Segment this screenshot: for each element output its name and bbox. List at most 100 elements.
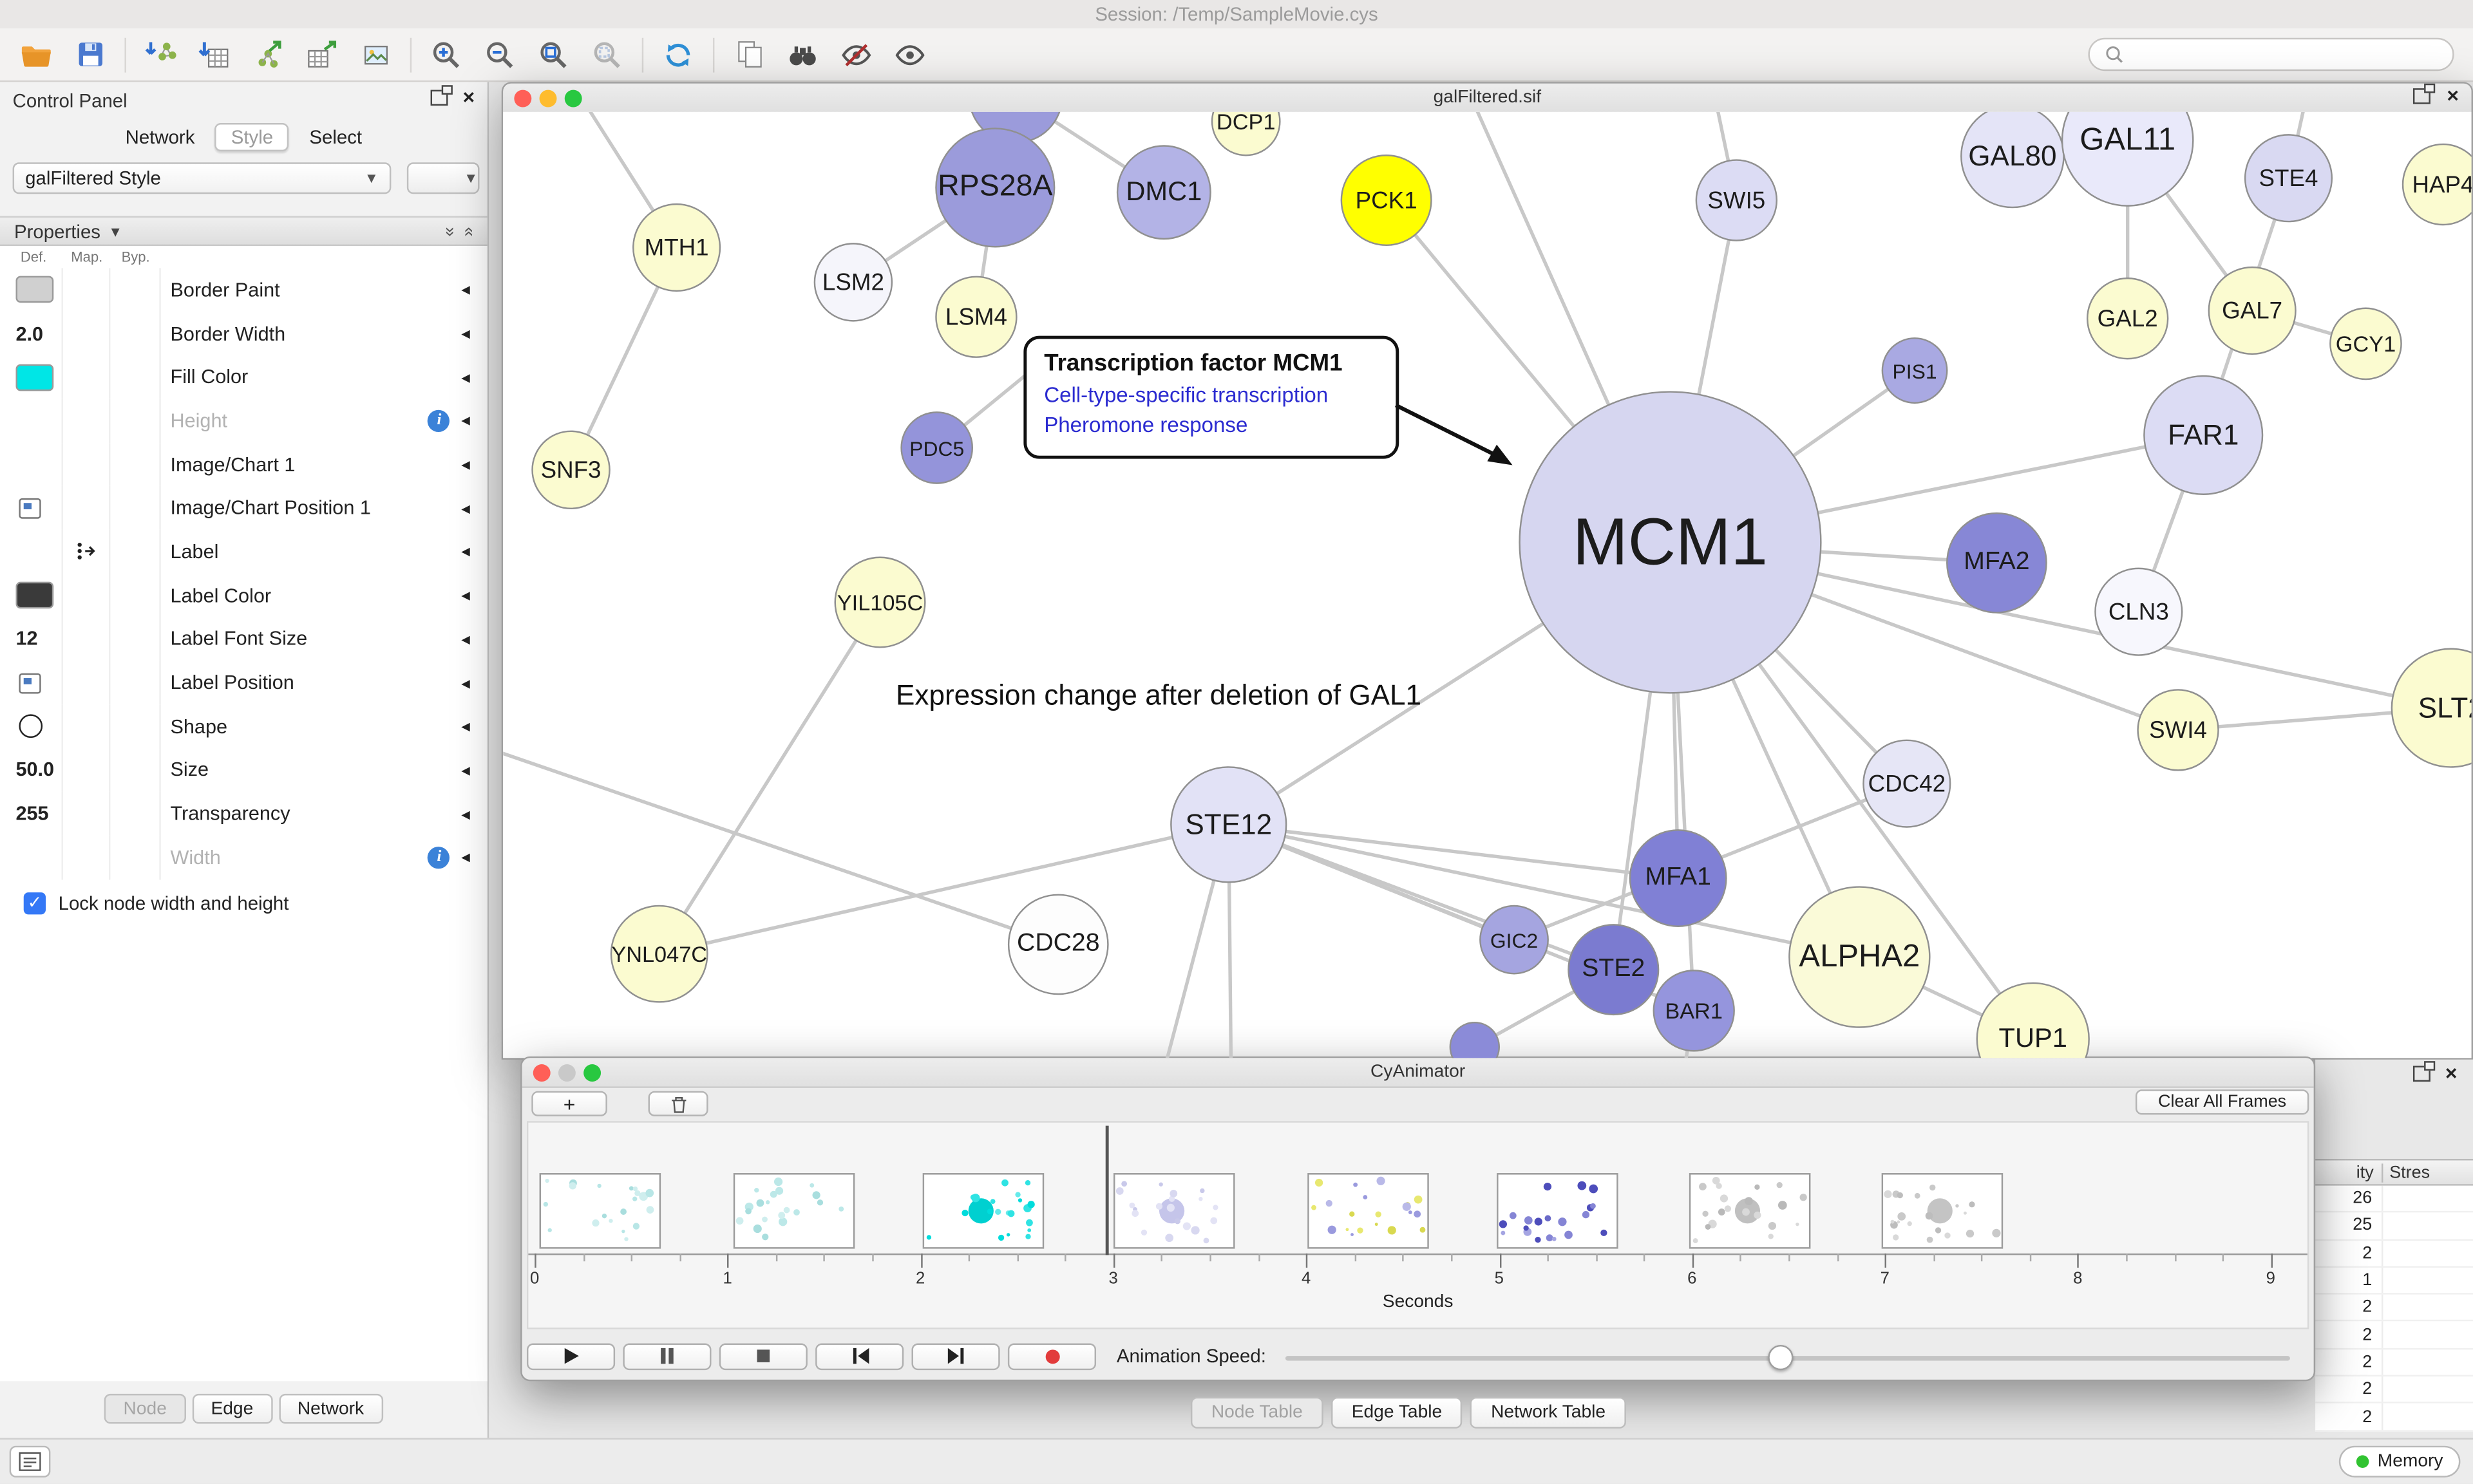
mapping-cell[interactable] [63,661,111,705]
import-network-button[interactable] [134,32,187,77]
save-session-button[interactable] [63,32,117,77]
table-row[interactable]: 2 [2315,1404,2473,1431]
property-row[interactable]: Image/Chart 1◂ [0,442,488,487]
bypass-cell[interactable] [110,792,161,836]
close-traffic-light[interactable] [533,1063,551,1081]
default-value-cell[interactable] [0,573,63,617]
close-table-panel-icon[interactable]: × [2445,1061,2458,1085]
show-all-button[interactable] [883,32,936,77]
zoom-traffic-light[interactable] [583,1063,602,1081]
tab-node-table[interactable]: Node Table [1190,1396,1323,1429]
network-node-ste4[interactable]: STE4 [2244,134,2333,223]
tab-select[interactable]: Select [309,126,363,149]
float-panel-icon[interactable] [431,85,453,106]
default-value-cell[interactable] [0,530,63,574]
table-cell[interactable]: 26 [2315,1185,2383,1212]
export-image-button[interactable] [348,32,402,77]
copy-button[interactable] [723,32,776,77]
network-node-cdc42[interactable]: CDC42 [1862,739,1951,828]
network-node-gcy1[interactable]: GCY1 [2329,307,2402,380]
network-node-hap4[interactable]: HAP4 [2402,143,2472,226]
table-row[interactable]: 26 [2315,1185,2473,1213]
tab-node-style[interactable]: Node [104,1393,186,1424]
mapping-cell[interactable] [63,748,111,793]
record-button[interactable] [1007,1342,1097,1369]
float-table-panel-icon[interactable] [2413,1061,2436,1082]
network-canvas[interactable]: Expression change after deletion of GAL1… [503,111,2472,1058]
network-node-swi5[interactable]: SWI5 [1695,159,1778,241]
color-swatch[interactable] [15,276,54,304]
lock-size-checkbox[interactable]: ✓ [23,892,46,914]
expand-row-arrow-icon[interactable]: ◂ [461,324,470,344]
property-row[interactable]: Border Paint◂ [0,268,488,312]
network-node-bar1[interactable]: BAR1 [1653,970,1735,1052]
import-table-button[interactable] [187,32,241,77]
network-node-mfa1[interactable]: MFA1 [1629,829,1727,928]
zoom-out-button[interactable] [473,32,527,77]
table-row[interactable]: 2 [2315,1349,2473,1377]
previous-frame-button[interactable] [815,1342,904,1369]
frame-thumbnail-2[interactable] [733,1173,855,1249]
table-column-stress[interactable]: Stres [2389,1163,2430,1182]
float-view-icon[interactable] [2413,82,2436,104]
default-value-cell[interactable] [0,661,63,705]
network-node-mfa2[interactable]: MFA2 [1946,512,2047,614]
frame-thumbnail-4[interactable] [1113,1173,1235,1249]
mapping-cell[interactable] [63,486,111,531]
network-node-ynl047c[interactable]: YNL047C [610,905,708,1003]
annotation-link-2[interactable]: Pheromone response [1044,413,1248,437]
export-table-button[interactable] [295,32,348,77]
tab-style[interactable]: Style [215,123,289,152]
zoom-selected-button[interactable] [580,32,634,77]
network-node-dmc1[interactable]: DMC1 [1116,145,1211,240]
frame-thumbnail-7[interactable] [1689,1173,1811,1249]
expand-row-arrow-icon[interactable]: ◂ [461,543,470,562]
mapping-cell[interactable] [63,530,111,574]
expand-row-arrow-icon[interactable]: ◂ [461,281,470,301]
bypass-cell[interactable] [110,530,161,574]
tab-edge-table[interactable]: Edge Table [1331,1396,1463,1429]
table-cell[interactable]: 25 [2315,1212,2383,1239]
table-row[interactable]: 25 [2315,1212,2473,1241]
close-panel-icon[interactable]: × [462,85,475,109]
mapping-cell[interactable] [63,312,111,355]
network-node-rps28a[interactable]: RPS28A [935,127,1056,248]
mapping-cell[interactable] [63,355,111,399]
annotation-link-1[interactable]: Cell-type-specific transcription [1044,383,1329,407]
add-frame-button[interactable]: + [531,1091,607,1116]
network-node-mcm1[interactable]: MCM1 [1519,391,1822,694]
bypass-cell[interactable] [110,835,161,879]
default-value-cell[interactable] [0,442,63,487]
frame-thumbnail-1[interactable] [539,1173,661,1249]
frame-thumbnail-3[interactable] [922,1173,1045,1249]
bypass-cell[interactable] [110,312,161,355]
table-cell[interactable]: 1 [2315,1267,2383,1293]
expand-row-arrow-icon[interactable]: ◂ [461,412,470,431]
expand-row-arrow-icon[interactable]: ◂ [461,455,470,475]
close-view-icon[interactable]: × [2447,82,2459,107]
default-value-cell[interactable] [0,835,63,879]
bypass-cell[interactable] [110,442,161,487]
mapping-cell[interactable] [63,835,111,879]
find-neighbors-button[interactable] [776,32,829,77]
bypass-cell[interactable] [110,399,161,443]
refresh-view-button[interactable] [651,32,705,77]
minimize-traffic-light[interactable] [539,89,557,107]
bypass-cell[interactable] [110,704,161,749]
style-options-button[interactable]: ▼ [406,162,480,194]
frame-thumbnail-5[interactable] [1307,1173,1429,1249]
default-value-cell[interactable] [0,268,63,312]
tab-edge-style[interactable]: Edge [192,1393,272,1424]
default-value-cell[interactable] [0,486,63,531]
delete-frame-button[interactable] [648,1091,708,1116]
expand-row-arrow-icon[interactable]: ◂ [461,761,470,781]
network-node-swi4[interactable]: SWI4 [2137,689,2219,771]
default-value-cell[interactable]: 50.0 [0,748,63,793]
mapping-cell[interactable] [63,704,111,749]
expand-row-arrow-icon[interactable]: ◂ [461,368,470,388]
zoom-traffic-light[interactable] [564,89,582,107]
